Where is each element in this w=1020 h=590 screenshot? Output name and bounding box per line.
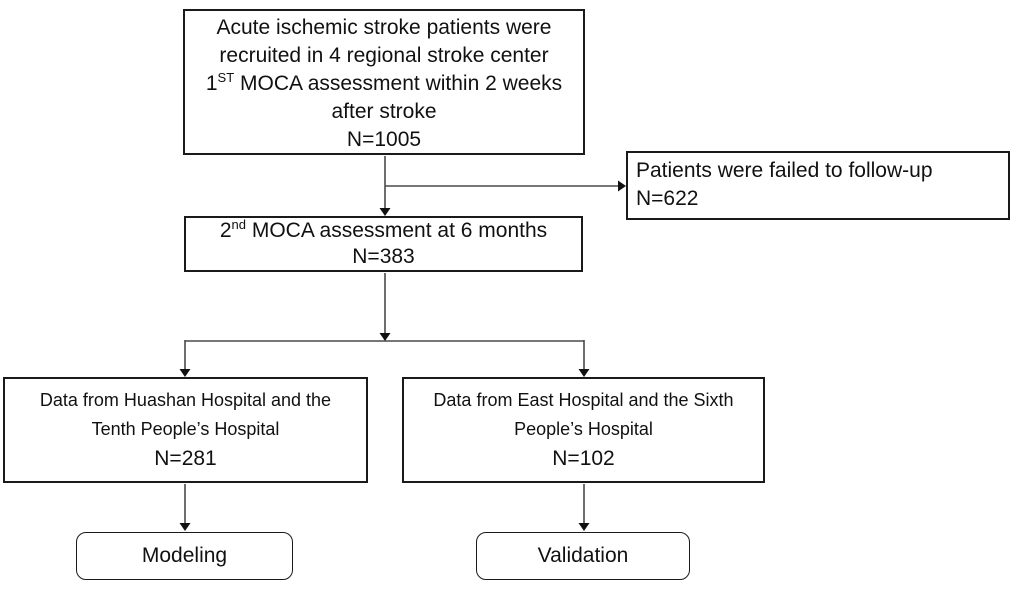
second-moca-rest: MOCA assessment at 6 months: [246, 219, 548, 242]
moca-prefix: 1: [205, 72, 218, 95]
recruitment-line-3: 1ST MOCA assessment within 2 weeks: [185, 70, 583, 98]
second-moca-prefix: 2: [219, 219, 232, 242]
modeling-label: Modeling: [141, 544, 228, 567]
recruitment-line-1: Acute ischemic stroke patients were: [216, 16, 552, 39]
arrowhead-into-modeling: [179, 523, 191, 531]
arrowhead-into-followup: [618, 180, 626, 192]
followup-n: N=622: [636, 187, 699, 210]
recruitment-line-4: after stroke: [331, 100, 437, 123]
validation-data-n: N=102: [552, 447, 615, 470]
second-moca-ordinal-suffix: nd: [231, 217, 247, 232]
followup-line-1: Patients were failed to follow-up: [636, 159, 933, 182]
recruitment-box: Acute ischemic stroke patients were recr…: [183, 9, 585, 155]
modeling-data-n: N=281: [154, 447, 217, 470]
recruitment-line-2: recruited in 4 regional stroke center: [219, 44, 549, 67]
validation-box: Validation: [476, 532, 690, 580]
followup-box: Patients were failed to follow-up N=622: [626, 151, 1010, 220]
validation-data-line-1: Data from East Hospital and the Sixth: [433, 390, 734, 410]
second-moca-n: N=383: [352, 245, 415, 268]
validation-data-line-2: People’s Hospital: [514, 419, 653, 439]
modeling-data-line-1: Data from Huashan Hospital and the: [39, 390, 332, 410]
validation-label: Validation: [537, 544, 629, 567]
modeling-box: Modeling: [76, 532, 293, 580]
recruitment-n: N=1005: [346, 128, 422, 151]
second-moca-box: 2nd MOCA assessment at 6 months N=383: [184, 216, 583, 272]
modeling-data-line-2: Tenth People’s Hospital: [91, 419, 280, 439]
moca-rest: MOCA assessment within 2 weeks: [234, 72, 563, 95]
arrowhead-into-secondmoca: [379, 208, 391, 216]
moca-ordinal-suffix: ST: [217, 70, 235, 85]
second-moca-line-1: 2nd MOCA assessment at 6 months: [186, 218, 581, 244]
arrowhead-into-validation: [578, 523, 590, 531]
validation-data-box: Data from East Hospital and the Sixth Pe…: [402, 377, 765, 483]
arrowhead-at-split: [379, 333, 391, 341]
arrowhead-into-validationdata: [578, 369, 590, 377]
modeling-data-box: Data from Huashan Hospital and the Tenth…: [3, 377, 368, 483]
arrowhead-into-modelingdata: [179, 369, 191, 377]
